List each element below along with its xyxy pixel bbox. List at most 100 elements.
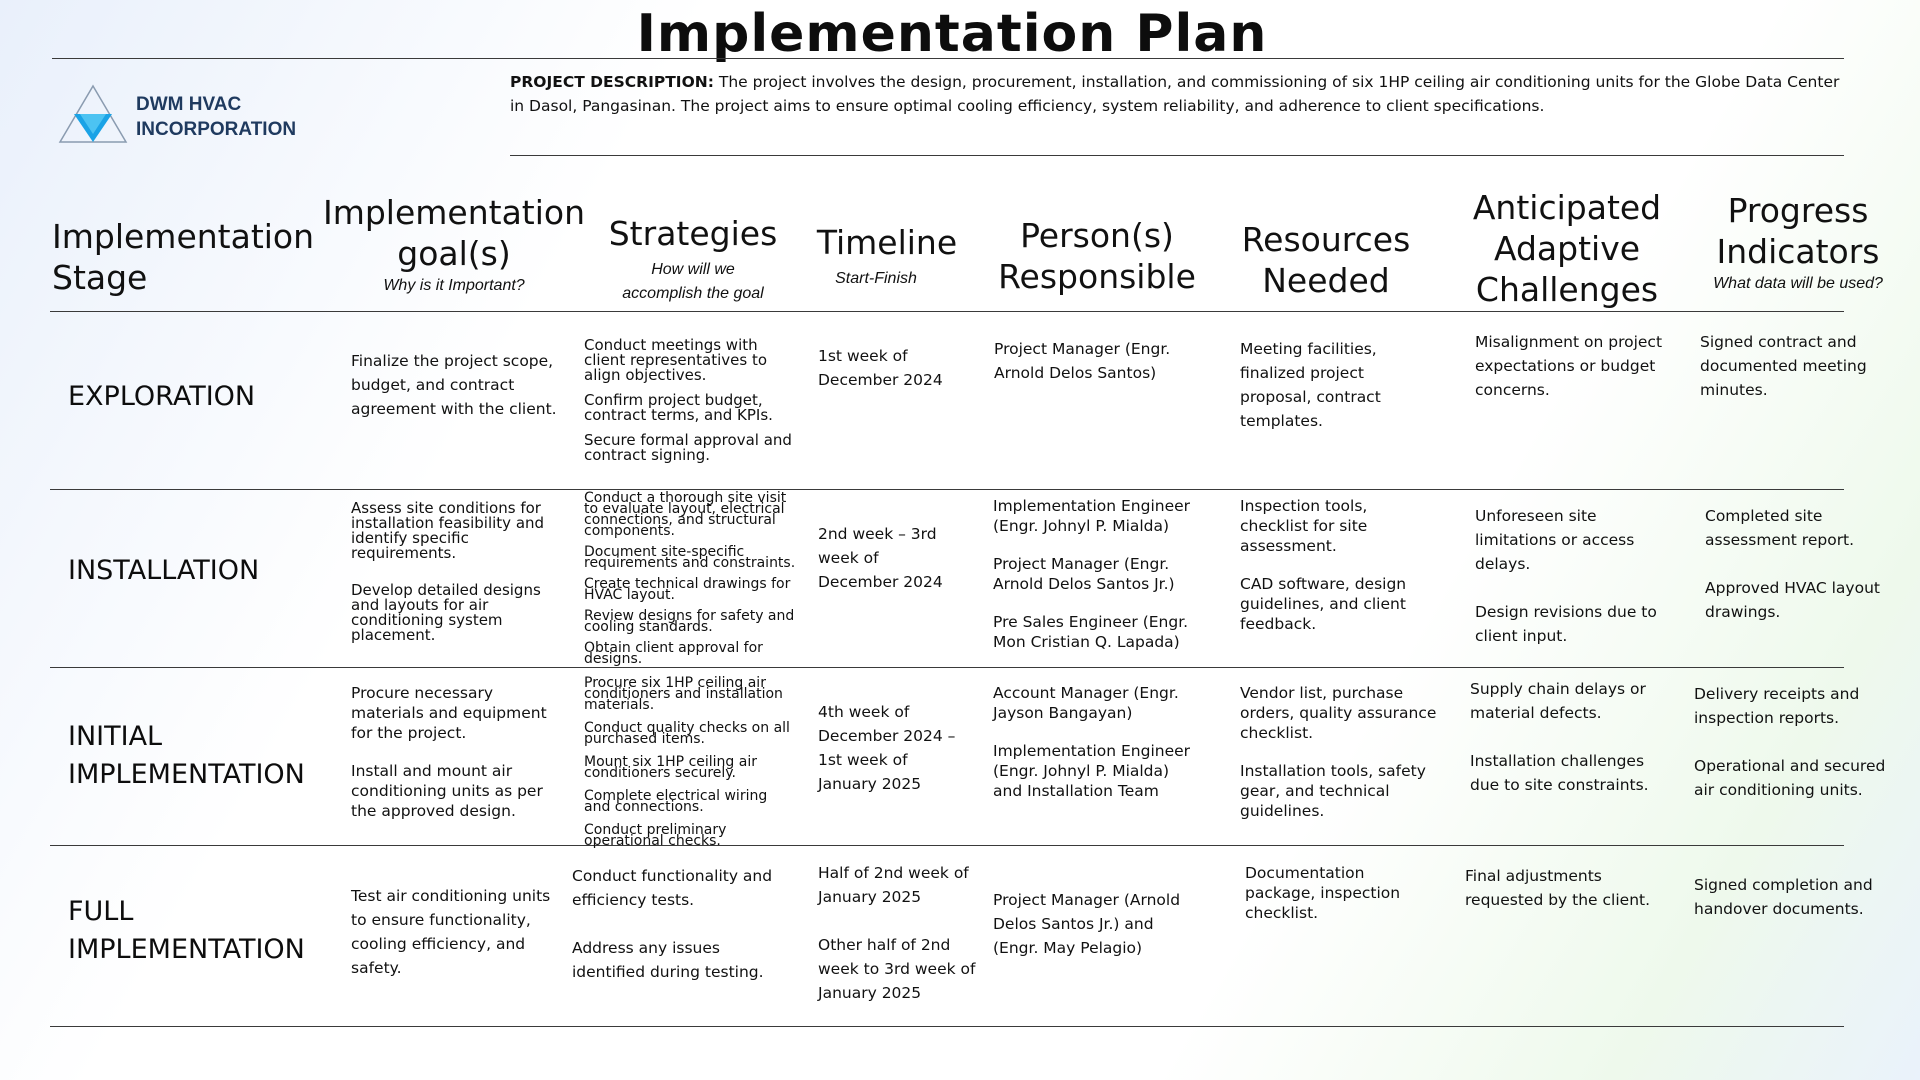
header-subtitle: How will we: [651, 261, 735, 278]
cell-text: Review designs for safety and cooling st…: [584, 608, 795, 635]
header-subtitle: Why is it Important?: [383, 277, 525, 294]
header-text: Stage: [52, 258, 148, 297]
header-subtitle: Start-Finish: [835, 270, 917, 287]
row-full-challenges: Final adjustments requested by the clien…: [1465, 864, 1665, 912]
header-strategies: Strategies How will we accomplish the go…: [580, 213, 806, 306]
row-initial-goals: Procure necessary materials and equipmen…: [351, 683, 556, 821]
cell-text: Create technical drawings for HVAC layou…: [584, 576, 791, 603]
stage-label-line: INITIAL: [68, 721, 163, 752]
stage-label: FULL IMPLEMENTATION: [68, 893, 305, 969]
cell-text: Project Manager (Engr. Arnold Delos Sant…: [993, 555, 1175, 593]
cell-text: Conduct meetings with client representat…: [584, 336, 768, 384]
cell-text: CAD software, design guidelines, and cli…: [1240, 575, 1407, 633]
header-text: Adaptive: [1493, 229, 1641, 268]
row-initial-challenges: Supply chain delays or material defects.…: [1470, 677, 1670, 797]
cell-text: Supply chain delays or material defects.: [1470, 680, 1646, 722]
row-divider: [50, 845, 1844, 846]
cell-text: Signed completion and handover documents…: [1694, 876, 1873, 918]
company-logo: [58, 84, 128, 146]
header-timeline: Timeline Start-Finish: [800, 222, 974, 291]
row-divider: [50, 1026, 1844, 1027]
header-text: Anticipated: [1472, 188, 1662, 227]
header-text: Responsible: [998, 257, 1196, 296]
cell-text: Half of 2nd week of January 2025: [818, 864, 969, 906]
header-text: Implementation: [52, 217, 315, 256]
row-initial-strategies: Procure six 1HP ceiling air conditioners…: [584, 675, 796, 849]
cell-text: Procure six 1HP ceiling air conditioners…: [584, 675, 783, 713]
cell-text: Test air conditioning units to ensure fu…: [351, 887, 551, 977]
logo-triangle-icon: [58, 84, 128, 143]
row-initial-persons: Account Manager (Engr. Jayson Bangayan) …: [993, 683, 1203, 801]
cell-text: Complete electrical wiring and connectio…: [584, 788, 768, 815]
project-description: PROJECT DESCRIPTION: The project involve…: [510, 70, 1850, 118]
cell-text: Implementation Engineer (Engr. Johnyl P.…: [993, 497, 1191, 535]
cell-text: 4th week of December 2024 – 1st week of …: [818, 703, 956, 793]
cell-text: Finalize the project scope, budget, and …: [351, 352, 557, 418]
cell-text: Delivery receipts and inspection reports…: [1694, 685, 1860, 727]
row-installation-indicators: Completed site assessment report. Approv…: [1705, 504, 1895, 624]
cell-text: Project Manager (Arnold Delos Santos Jr.…: [993, 891, 1181, 957]
cell-text: Obtain client approval for designs.: [584, 640, 763, 667]
stage-label-line: FULL: [68, 896, 134, 927]
cell-text: Develop detailed designs and layouts for…: [351, 581, 541, 644]
description-divider: [510, 155, 1844, 156]
cell-text: Installation challenges due to site cons…: [1470, 752, 1649, 794]
header-resources-needed: Resources Needed: [1230, 219, 1422, 301]
header-text: Challenges: [1475, 270, 1659, 309]
header-subtitle: What data will be used?: [1713, 275, 1883, 292]
cell-text: Conduct preliminary operational checks.: [584, 822, 727, 849]
header-text: Needed: [1262, 261, 1390, 300]
cell-text: Operational and secured air conditioning…: [1694, 757, 1886, 799]
cell-text: Conduct functionality and efficiency tes…: [572, 867, 773, 909]
header-text: Timeline: [816, 223, 958, 262]
cell-text: Inspection tools, checklist for site ass…: [1240, 497, 1368, 555]
company-name: DWM HVAC INCORPORATION: [136, 92, 296, 142]
row-installation-persons: Implementation Engineer (Engr. Johnyl P.…: [993, 496, 1203, 652]
row-exploration-timeline: 1st week of December 2024: [818, 344, 968, 392]
row-exploration-persons: Project Manager (Engr. Arnold Delos Sant…: [994, 337, 1194, 385]
row-exploration-goals: Finalize the project scope, budget, and …: [351, 349, 571, 421]
title-divider: [52, 58, 1844, 59]
row-initial-timeline: 4th week of December 2024 – 1st week of …: [818, 700, 968, 796]
stage-label: INSTALLATION: [68, 555, 260, 586]
header-text: Strategies: [608, 214, 778, 253]
cell-text: Pre Sales Engineer (Engr. Mon Cristian Q…: [993, 613, 1189, 651]
row-exploration-strategies: Conduct meetings with client representat…: [584, 338, 796, 463]
header-subtitle: accomplish the goal: [622, 285, 764, 302]
header-text: goal(s): [397, 234, 511, 273]
cell-text: Other half of 2nd week to 3rd week of Ja…: [818, 936, 976, 1002]
cell-text: Conduct quality checks on all purchased …: [584, 720, 790, 747]
stage-label-line: IMPLEMENTATION: [68, 759, 305, 790]
cell-text: Mount six 1HP ceiling air conditioners s…: [584, 754, 757, 781]
stage-label-line: IMPLEMENTATION: [68, 934, 305, 965]
cell-text: 2nd week – 3rd week of December 2024: [818, 525, 943, 591]
row-full-persons: Project Manager (Arnold Delos Santos Jr.…: [993, 888, 1193, 960]
cell-text: Approved HVAC layout drawings.: [1705, 579, 1880, 621]
header-text: Indicators: [1716, 232, 1880, 271]
cell-text: Documentation package, inspection checkl…: [1245, 864, 1401, 922]
header-implementation-stage: Implementation Stage: [52, 216, 315, 298]
cell-text: Unforeseen site limitations or access de…: [1475, 507, 1635, 573]
cell-text: Installation tools, safety gear, and tec…: [1240, 762, 1426, 820]
cell-text: Design revisions due to client input.: [1475, 603, 1657, 645]
cell-text: Completed site assessment report.: [1705, 507, 1855, 549]
stage-label: INITIAL IMPLEMENTATION: [68, 718, 305, 794]
row-full-strategies: Conduct functionality and efficiency tes…: [572, 864, 786, 984]
cell-text: 1st week of December 2024: [818, 347, 943, 389]
header-text: Resources: [1241, 220, 1411, 259]
row-exploration-challenges: Misalignment on project expectations or …: [1475, 330, 1675, 402]
description-text: The project involves the design, procure…: [510, 73, 1840, 115]
cell-text: Address any issues identified during tes…: [572, 939, 764, 981]
row-exploration-indicators: Signed contract and documented meeting m…: [1700, 330, 1890, 402]
company-name-line1: DWM HVAC: [136, 94, 242, 115]
cell-text: Procure necessary materials and equipmen…: [351, 684, 547, 742]
row-full-goals: Test air conditioning units to ensure fu…: [351, 884, 561, 980]
row-installation-strategies: Conduct a thorough site visit to evaluat…: [584, 491, 796, 667]
cell-text: Misalignment on project expectations or …: [1475, 333, 1663, 399]
stage-label: EXPLORATION: [68, 381, 256, 412]
row-initial-indicators: Delivery receipts and inspection reports…: [1694, 682, 1894, 802]
header-implementation-goals: Implementation goal(s) Why is it Importa…: [322, 192, 586, 298]
cell-text: Document site-specific requirements and …: [584, 544, 796, 571]
row-full-resources: Documentation package, inspection checkl…: [1245, 863, 1425, 923]
row-divider: [50, 489, 1844, 490]
